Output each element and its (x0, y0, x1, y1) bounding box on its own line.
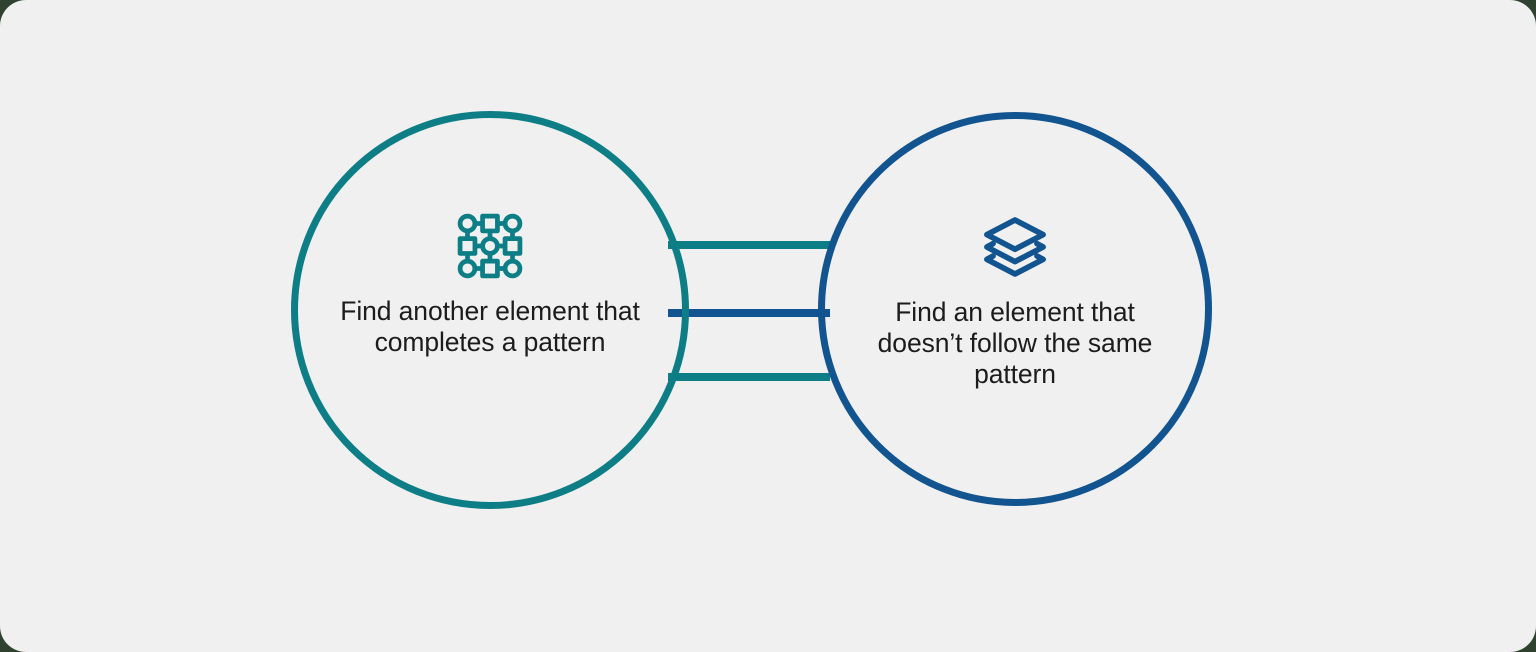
node-find-outlier[interactable]: Find an element that doesn’t follow the … (818, 112, 1212, 506)
connector-middle (668, 309, 830, 317)
pattern-grid-icon (457, 213, 523, 279)
node-label-left: Find another element that completes a pa… (340, 296, 640, 357)
node-find-pattern[interactable]: Find another element that completes a pa… (291, 111, 689, 509)
connector-bottom (668, 373, 830, 381)
layers-stack-icon (984, 217, 1046, 277)
node-label-right: Find an element that doesn’t follow the … (877, 297, 1153, 389)
connector-top (668, 241, 830, 249)
